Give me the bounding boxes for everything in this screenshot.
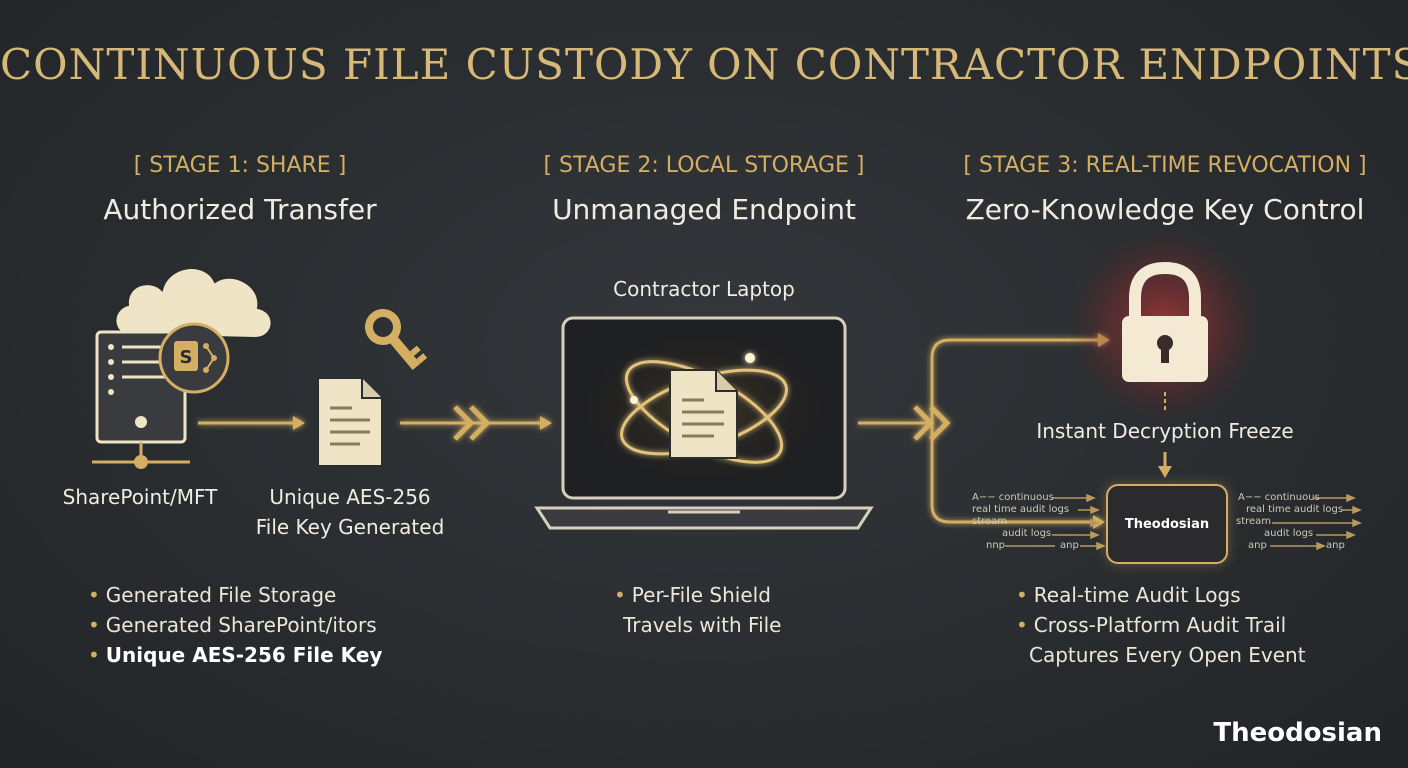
stream-label: A−− continuous bbox=[1238, 492, 1320, 503]
svg-text:S: S bbox=[180, 347, 193, 368]
sharepoint-icon: S bbox=[158, 322, 230, 394]
audit-stream-left bbox=[1005, 493, 1106, 551]
key-caption-line1: Unique AES-256 bbox=[269, 485, 431, 509]
stage-3-label: [ STAGE 3: REAL-TIME REVOCATION ] bbox=[963, 153, 1367, 178]
key-icon bbox=[365, 309, 428, 371]
bullet-item: Captures Every Open Event bbox=[1029, 643, 1306, 667]
stage-3-bullets: •Real-time Audit Logs •Cross-Platform Au… bbox=[1016, 580, 1306, 670]
bullet-item: •Real-time Audit Logs bbox=[1016, 583, 1241, 607]
stream-label: A−− continuous bbox=[972, 492, 1054, 503]
device-caption: Contractor Laptop bbox=[613, 277, 795, 301]
key-caption-line2: File Key Generated bbox=[255, 515, 445, 539]
arrow-to-laptop bbox=[400, 405, 552, 441]
arrow-to-file bbox=[198, 416, 305, 430]
key-caption: Unique AES-256 File Key Generated bbox=[240, 482, 460, 542]
stage-1-bullets: •Generated File Storage •Generated Share… bbox=[88, 580, 382, 670]
bullet-item: Travels with File bbox=[623, 613, 782, 637]
source-caption: SharePoint/MFT bbox=[62, 485, 218, 509]
stage-1-heading: Authorized Transfer bbox=[103, 193, 377, 226]
brand-logo: Theodosian bbox=[1213, 718, 1382, 748]
stream-label: stream bbox=[972, 516, 1008, 527]
stream-label: real time audit logs bbox=[1246, 504, 1344, 515]
arrow-to-hub bbox=[1158, 452, 1172, 478]
stream-label: anp bbox=[1326, 540, 1345, 551]
audit-stream-right bbox=[1270, 493, 1362, 551]
stage-2-bullets: •Per-File Shield Travels with File bbox=[614, 580, 782, 640]
theodosian-hub: Theodosian bbox=[1106, 484, 1228, 564]
bullet-item: •Cross-Platform Audit Trail bbox=[1016, 613, 1287, 637]
stream-label: nnp bbox=[986, 540, 1006, 551]
stream-label: anp bbox=[1060, 540, 1079, 551]
lock-icon bbox=[1122, 261, 1208, 382]
lock-caption: Instant Decryption Freeze bbox=[1036, 419, 1294, 443]
bullet-item: •Generated SharePoint/itors bbox=[88, 613, 377, 637]
stage-2-heading: Unmanaged Endpoint bbox=[552, 193, 856, 226]
bullet-item: •Generated File Storage bbox=[88, 583, 337, 607]
bullet-item: •Unique AES-256 File Key bbox=[88, 643, 383, 667]
hub-label: Theodosian bbox=[1124, 516, 1210, 532]
stream-label: anp bbox=[1248, 540, 1267, 551]
arrow-to-revocation bbox=[858, 405, 951, 441]
bullet-item: •Per-File Shield bbox=[614, 583, 771, 607]
stage-3-heading: Zero-Knowledge Key Control bbox=[965, 193, 1365, 226]
page-title: CONTINUOUS FILE CUSTODY ON CONTRACTOR EN… bbox=[0, 40, 1408, 89]
cloud-icon bbox=[114, 267, 273, 340]
document-icon bbox=[669, 369, 738, 459]
stream-label: stream bbox=[1236, 516, 1272, 527]
stage-1-label: [ STAGE 1: SHARE ] bbox=[133, 153, 347, 178]
stage-2-label: [ STAGE 2: LOCAL STORAGE ] bbox=[543, 153, 865, 178]
stream-label: audit logs bbox=[1002, 528, 1052, 539]
stream-label: real time audit logs bbox=[972, 504, 1070, 515]
document-icon bbox=[317, 377, 383, 467]
stream-label: audit logs bbox=[1264, 528, 1314, 539]
